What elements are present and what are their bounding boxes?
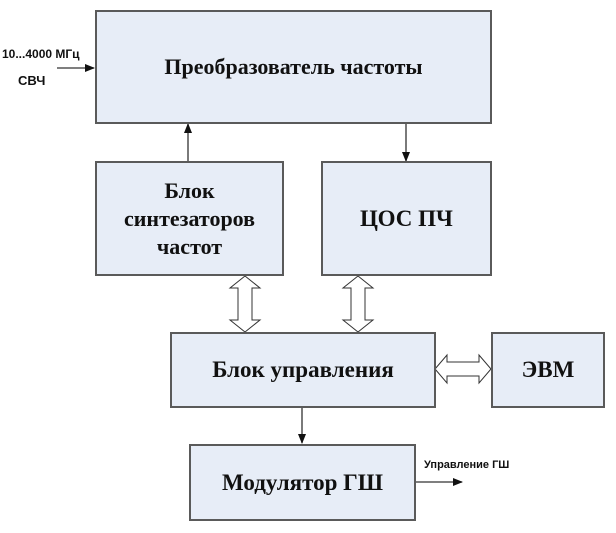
synthesizer-label-line1: Блок bbox=[164, 177, 215, 203]
synthesizer-label-line3: частот bbox=[156, 233, 223, 259]
computer-label: ЭВМ bbox=[521, 357, 575, 382]
dsp-control-bus-arrow bbox=[341, 275, 375, 333]
frequency-converter-label: Преобразователь частоты bbox=[164, 54, 423, 79]
computer-block: ЭВМ bbox=[491, 332, 605, 408]
synthesizer-label-line2: синтезаторов bbox=[123, 205, 256, 231]
synthesizer-block: Блок синтезаторов частот bbox=[95, 161, 284, 276]
control-label: Блок управления bbox=[212, 357, 394, 382]
noise-modulator-label: Модулятор ГШ bbox=[221, 469, 384, 495]
control-computer-bus-arrow bbox=[434, 353, 492, 385]
input-frequency-label: 10...4000 МГц bbox=[2, 47, 80, 61]
noise-modulator-block: Модулятор ГШ bbox=[189, 444, 416, 521]
synth-control-bus-arrow bbox=[228, 275, 262, 333]
dsp-block: ЦОС ПЧ bbox=[321, 161, 492, 276]
control-block: Блок управления bbox=[170, 332, 436, 408]
output-label: Управление ГШ bbox=[424, 459, 510, 471]
frequency-converter-block: Преобразователь частоты bbox=[95, 10, 492, 124]
dsp-label: ЦОС ПЧ bbox=[360, 205, 453, 231]
input-type-label: СВЧ bbox=[18, 73, 46, 88]
